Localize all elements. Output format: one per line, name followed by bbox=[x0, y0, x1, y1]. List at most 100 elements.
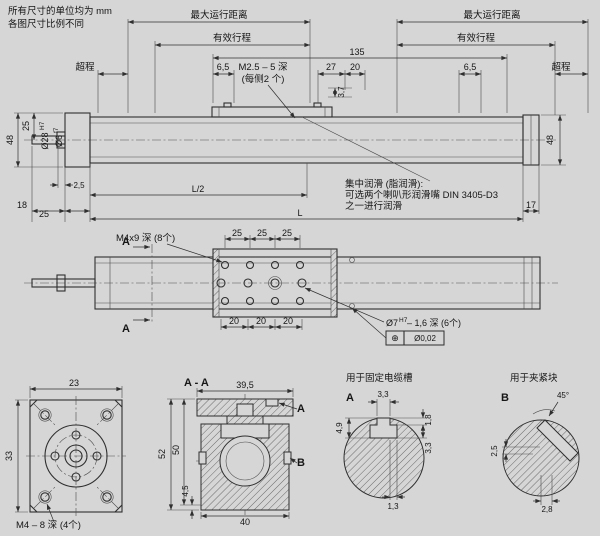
dim-overtravel-left: 超程 bbox=[75, 61, 95, 73]
side-view: 最大运行距离 最大运行距离 有效行程 有效行程 135 超程 超程 6,5 M2… bbox=[5, 9, 589, 222]
section-title: A - A bbox=[184, 377, 209, 389]
thread-note-leader bbox=[267, 84, 296, 119]
dim-6-5-right: 6,5 bbox=[464, 62, 477, 72]
screw-bore bbox=[219, 435, 271, 487]
dim-25-b: 25 bbox=[257, 228, 267, 238]
center-bore bbox=[44, 424, 108, 488]
dim-48-right: 48 bbox=[545, 135, 555, 145]
dim-25-upper: 25 bbox=[21, 121, 31, 131]
section-aa: A - A 39,5 52 50 4,5 40 A B bbox=[157, 377, 305, 527]
detail-b-label: B bbox=[501, 392, 509, 404]
position-tolerance-value: Ø0,02 bbox=[414, 334, 436, 343]
clamp-notch-profile bbox=[536, 419, 579, 462]
dim-max-travel-left: 最大运行距离 bbox=[190, 9, 247, 21]
drive-shaft bbox=[31, 135, 66, 145]
plan-thread-note: M4x9 深 (8个) bbox=[116, 233, 175, 244]
lube-note-line1: 集中润滑 (脂润滑): bbox=[345, 178, 423, 190]
dim-2-5: 2,5 bbox=[490, 445, 499, 457]
dim-25-c: 25 bbox=[282, 228, 292, 238]
detail-a-title: 用于固定电缆槽 bbox=[346, 372, 413, 384]
tolerance-frame-leader bbox=[351, 307, 387, 339]
dim-4-9: 4,9 bbox=[335, 422, 344, 434]
dim-39-5: 39,5 bbox=[236, 380, 254, 390]
dim-40: 40 bbox=[240, 517, 250, 527]
position-tolerance-frame bbox=[385, 330, 445, 346]
lube-note-line2: 可选两个喇叭形润滑嘴 DIN 3405-D3 bbox=[345, 189, 498, 201]
dim-17: 17 bbox=[526, 200, 536, 210]
dim-25-a: 25 bbox=[232, 228, 242, 238]
clamp-groove-left bbox=[198, 451, 207, 465]
dim-135: 135 bbox=[349, 47, 364, 57]
dim-3-3-side: 3,3 bbox=[424, 442, 433, 454]
drive-shaft-plan bbox=[31, 278, 96, 288]
dim-max-travel-right: 最大运行距离 bbox=[463, 9, 520, 21]
detail-a: 用于固定电缆槽 A 3,3 1,8 4,9 3,3 1,3 bbox=[335, 372, 433, 511]
dim-3-3-top: 3,3 bbox=[377, 390, 389, 399]
dim-27: 27 bbox=[326, 62, 336, 72]
section-label-bottom: A bbox=[122, 323, 130, 335]
dowel-note-tolerance: H7 bbox=[399, 317, 408, 324]
dim-6-5-left: 6,5 bbox=[217, 62, 230, 72]
dim-48-left: 48 bbox=[5, 135, 15, 145]
dim-23: 23 bbox=[69, 378, 79, 388]
dim-52: 52 bbox=[157, 449, 167, 459]
lube-nipple bbox=[223, 102, 232, 108]
detail-a-label: A bbox=[346, 392, 354, 404]
dim-2-8: 2,8 bbox=[541, 505, 553, 514]
dim-effective-stroke-right: 有效行程 bbox=[457, 32, 496, 44]
thread-note-line1: M2.5 – 5 深 bbox=[238, 62, 288, 73]
dim-50: 50 bbox=[171, 445, 181, 455]
dim-20-b: 20 bbox=[256, 316, 266, 326]
dia-pilot-tolerance: H7 bbox=[39, 121, 46, 130]
dowel-note-rest: – 1,6 深 (6个) bbox=[407, 318, 461, 328]
dowel-note-leader bbox=[304, 287, 385, 323]
end-view: 23 33 M4 – 8 深 (4个) bbox=[4, 378, 126, 531]
carriage-plate bbox=[212, 248, 338, 318]
dia-shaft-tolerance: f7 bbox=[53, 127, 60, 133]
thread-note-leader bbox=[46, 503, 55, 523]
detail-b-title: 用于夹紧块 bbox=[510, 372, 558, 384]
section-label-top: A bbox=[122, 236, 130, 248]
carriage bbox=[211, 106, 333, 118]
end-thread-note: M4 – 8 深 (4个) bbox=[16, 520, 81, 531]
general-notes: 所有尺寸的单位均为 mm 各图尺寸比例不同 bbox=[8, 5, 112, 30]
dim-25-lower: 25 bbox=[39, 209, 49, 219]
plan-view: M4x9 深 (8个) 25 25 25 20 20 20 A A Ø7 H7 … bbox=[24, 228, 558, 346]
callout-b: B bbox=[297, 457, 305, 469]
dim-45-deg: 45° bbox=[557, 391, 569, 400]
dim-length: L bbox=[297, 208, 302, 218]
thread-note-leader bbox=[166, 243, 223, 263]
angle-leader bbox=[548, 401, 559, 417]
mounting-holes bbox=[220, 260, 305, 306]
clamp-groove-right bbox=[283, 451, 292, 465]
dim-1-8: 1,8 bbox=[424, 414, 433, 426]
dim-20-a: 20 bbox=[229, 316, 239, 326]
position-symbol: ⊕ bbox=[391, 333, 399, 343]
note-units: 所有尺寸的单位均为 mm bbox=[8, 5, 112, 17]
dia-pilot: Ø28 bbox=[40, 132, 50, 149]
dia-shaft: Ø6 bbox=[54, 135, 64, 147]
lube-nipple bbox=[313, 102, 322, 108]
dim-33: 33 bbox=[4, 451, 14, 461]
cable-duct-groove bbox=[265, 398, 279, 407]
dim-effective-stroke-left: 有效行程 bbox=[213, 32, 252, 44]
dim-1-3: 1,3 bbox=[387, 502, 399, 511]
note-scale: 各图尺寸比例不同 bbox=[8, 18, 84, 30]
callout-b-leader bbox=[289, 457, 298, 464]
dim-4-5: 4,5 bbox=[181, 485, 190, 497]
dowel-note-dia: Ø7 bbox=[386, 318, 398, 328]
callout-a: A bbox=[297, 403, 305, 415]
callout-a-leader bbox=[278, 402, 298, 410]
dim-20: 20 bbox=[350, 62, 360, 72]
dim-20-c: 20 bbox=[283, 316, 293, 326]
thread-note-line2: (每侧2 个) bbox=[242, 73, 285, 85]
lube-note-line3: 之一进行润滑 bbox=[345, 200, 403, 212]
detail-b: 用于夹紧块 B 45° 2,5 2,8 bbox=[490, 372, 580, 514]
lube-leader bbox=[301, 116, 431, 182]
dim-18: 18 bbox=[17, 200, 27, 210]
dim-half-length: L/2 bbox=[192, 184, 205, 194]
dim-overtravel-right: 超程 bbox=[551, 61, 571, 73]
dim-3-7: 3,7 bbox=[337, 86, 346, 98]
